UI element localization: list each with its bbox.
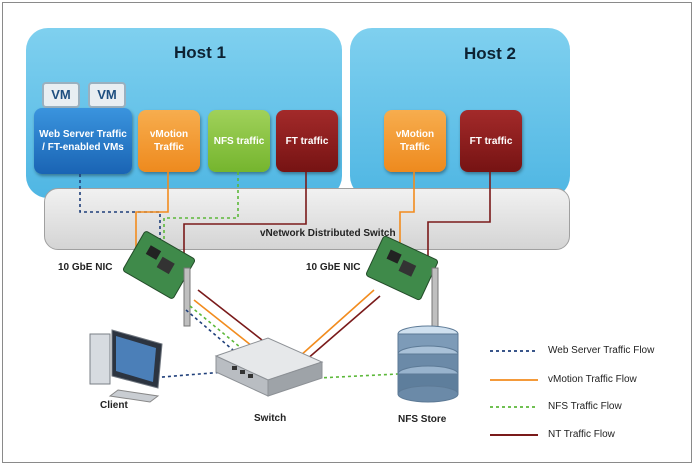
web-traffic-line	[79, 174, 161, 250]
nic-label-left: 10 GbE NIC	[58, 262, 113, 273]
host-2-title: Host 2	[464, 44, 516, 63]
host2-vmotion-line	[399, 172, 415, 262]
nfs-storage-icon	[397, 325, 459, 403]
nic-right-switch-orange	[299, 289, 375, 357]
host2-ft-label: FT traffic	[469, 135, 513, 147]
host1-vmotion-card: vMotion Traffic	[138, 110, 200, 172]
legend-nt-label: NT Traffic Flow	[548, 429, 615, 440]
host1-vmotion-label: vMotion Traffic	[149, 129, 189, 153]
host2-ft-line	[427, 172, 491, 262]
host2-vmotion-card: vMotion Traffic	[384, 110, 446, 172]
legend-nfs-label: NFS Traffic Flow	[548, 401, 622, 412]
host1-nfs-card: NFS traffic	[208, 110, 270, 172]
vswitch-label: vNetwork Distributed Switch	[260, 228, 396, 239]
switch-label: Switch	[254, 413, 287, 424]
web-server-card-label: Web Server Traffic / FT-enabled VMs	[39, 129, 127, 153]
network-switch-icon	[214, 337, 324, 397]
nic-left-switch-orange	[193, 299, 253, 347]
host1-ft-label: FT traffic	[285, 135, 329, 147]
diagram-frame	[2, 2, 692, 463]
nic-right-switch-red	[305, 295, 381, 361]
vm-badge: VM	[42, 82, 80, 108]
nic-left-switch-green	[189, 305, 247, 353]
client-computer-icon	[89, 329, 163, 403]
nfs-store-label: NFS Store	[398, 414, 447, 425]
host1-vmotion-line	[135, 172, 169, 262]
vm-badge: VM	[88, 82, 126, 108]
nic-card-left	[122, 231, 196, 327]
host1-ft-card: FT traffic	[276, 110, 338, 172]
nic-left-switch-red	[197, 289, 263, 341]
host1-ft-line	[183, 172, 307, 268]
host2-vmotion-label: vMotion Traffic	[395, 129, 435, 153]
legend-web-label: Web Server Traffic Flow	[548, 345, 655, 356]
client-label: Client	[100, 400, 128, 411]
vnetwork-distributed-switch	[44, 188, 570, 250]
nic-card-right	[365, 235, 439, 329]
web-server-ft-vms-card: Web Server Traffic / FT-enabled VMs	[34, 108, 132, 174]
nic-label-right: 10 GbE NIC	[306, 262, 361, 273]
host1-nfs-label: NFS traffic	[213, 135, 265, 147]
switch-nfs-line	[317, 373, 399, 379]
legend-vmotion-label: vMotion Traffic Flow	[548, 374, 637, 385]
host-1-title: Host 1	[174, 43, 226, 62]
client-switch-line	[149, 371, 225, 379]
host2-ft-card: FT traffic	[460, 110, 522, 172]
